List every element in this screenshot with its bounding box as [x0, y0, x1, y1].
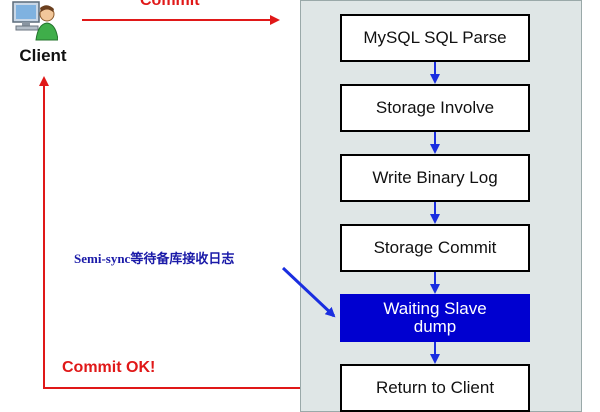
step-mysql-sql-parse: MySQL SQL Parse: [340, 14, 530, 62]
step-storage-involve: Storage Involve: [340, 84, 530, 132]
annotation-pointer-arrow: [281, 266, 336, 318]
step-waiting-slave-dump: Waiting Slave dump: [340, 294, 530, 342]
commit-ok-label: Commit OK!: [62, 359, 156, 376]
arrows-overlay: [39, 15, 440, 389]
server-panel: [300, 0, 582, 412]
step-storage-commit: Storage Commit: [340, 224, 530, 272]
step-write-binary-log: Write Binary Log: [340, 154, 530, 202]
client-label: Client: [19, 46, 67, 65]
computer-user-icon: [12, 0, 59, 44]
commit-label: Commit: [140, 0, 200, 9]
commit-ok-arrow: [39, 76, 300, 389]
semi-sync-annotation: Semi-sync等待备库接收日志: [74, 251, 235, 266]
